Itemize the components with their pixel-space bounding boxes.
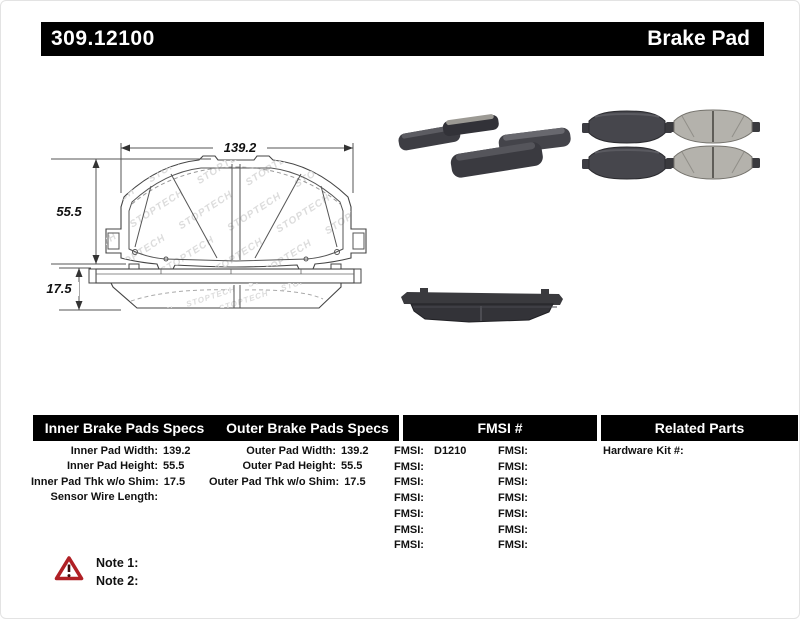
related-parts-header: Related Parts [654,420,745,436]
table-row: FMSI: D1210 [394,445,467,457]
table-row: Outer Pad Thk w/o Shim: 17.5 [209,475,366,488]
table-row: FMSI: [498,539,528,552]
table-row: FMSI: [498,476,528,489]
pad-photo-side [401,288,563,323]
related-parts-column: Hardware Kit #: [603,444,793,459]
specs-header-bar: Inner Brake Pads Specs Outer Brake Pads … [33,415,399,441]
table-row: Sensor Wire Length: [50,491,158,504]
table-row: FMSI: [394,523,424,536]
table-row: FMSI: [498,492,528,505]
dim-thickness-label: 17.5 [39,282,79,296]
table-row: FMSI: [394,492,424,505]
svg-text:STOPTECH: STOPTECH [213,98,271,141]
dim-height-label: 55.5 [49,205,89,219]
inner-specs-column: Inner Pad Width: 139.2 Inner Pad Height:… [31,444,207,506]
pads-photo-flat [581,109,761,180]
svg-text:STOPTECH: STOPTECH [329,56,387,99]
svg-text:STOPTECH: STOPTECH [311,102,369,145]
table-row: Outer Pad Height: 55.5 [242,460,363,473]
pads-photo-perspective [398,114,571,178]
svg-text:STOPTECH: STOPTECH [122,325,180,368]
table-row: FMSI: [394,476,424,489]
table-row: Inner Pad Thk w/o Shim: 17.5 [31,475,186,488]
side-view-drawing: STOPTECH STOPTECH STOPTECH STOPTECH STOP… [88,263,362,333]
fmsi-header: FMSI # [477,420,523,436]
table-row: FMSI: [498,507,528,520]
warning-icon [54,556,84,581]
svg-text:STOPTECH: STOPTECH [262,100,320,143]
note-2-label: Note 2: [96,574,139,588]
table-row: FMSI: [498,445,528,457]
fmsi-column-right: FMSI: FMSI: FMSI: FMSI: FMSI: FMSI: FMSI… [498,444,594,554]
part-number: 309.12100 [51,27,155,50]
dim-width-label: 139.2 [213,141,267,155]
table-row: Outer Pad Width: 139.2 [246,445,369,457]
table-row: FMSI: [394,539,424,552]
table-row: Hardware Kit #: [603,444,793,459]
hardware-kit-label: Hardware Kit #: [603,445,684,457]
table-row: FMSI: [394,507,424,520]
svg-text:STOPTECH: STOPTECH [280,55,338,98]
outer-specs-header: Outer Brake Pads Specs [226,420,389,436]
fmsi-column-left: FMSI: D1210 FMSI: FMSI: FMSI: FMSI: FMSI… [394,444,494,554]
fmsi-header-bar: FMSI # [403,415,597,441]
table-row: FMSI: [498,523,528,536]
table-row: FMSI: [498,460,528,473]
outer-specs-column: Outer Pad Width: 139.2 Outer Pad Height:… [209,444,385,490]
table-row: Inner Pad Height: 55.5 [66,460,185,473]
svg-text:STOPTECH: STOPTECH [156,309,208,333]
front-view-drawing: STOPTECH STOPTECH STOPTECH STOPTECH STOP… [105,55,399,368]
inner-specs-header: Inner Brake Pads Specs [44,420,205,436]
table-row: FMSI: [394,460,424,473]
title-bar: 309.12100 Brake Pad [41,22,764,56]
svg-text:STOPTECH: STOPTECH [341,149,399,192]
product-type: Brake Pad [647,27,750,50]
related-parts-header-bar: Related Parts [601,415,798,441]
table-row: Inner Pad Width: 139.2 [70,445,191,457]
note-1-label: Note 1: [96,556,139,570]
